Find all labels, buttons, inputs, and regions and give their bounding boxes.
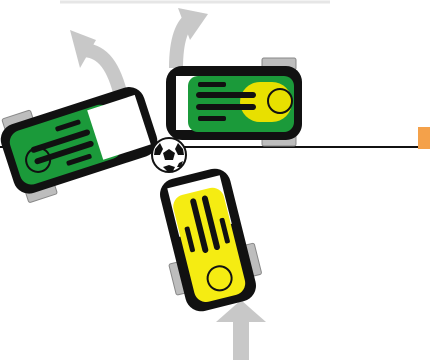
robot-bottom-yellow — [149, 163, 267, 316]
robot-top-green — [166, 58, 302, 146]
robot-stripe — [196, 104, 256, 110]
robot-accent — [240, 82, 292, 122]
arrow-bottom-robot-motion — [216, 300, 266, 360]
robot-left-green — [0, 75, 164, 205]
arrow-left-robot-motion — [70, 30, 120, 92]
robot-stripe — [198, 82, 226, 87]
edge-marker — [418, 127, 430, 149]
robot-stripe — [196, 92, 256, 98]
robot-stripe — [198, 116, 226, 121]
soccer-ball — [152, 138, 186, 172]
arrow-top-robot-motion — [176, 8, 208, 68]
